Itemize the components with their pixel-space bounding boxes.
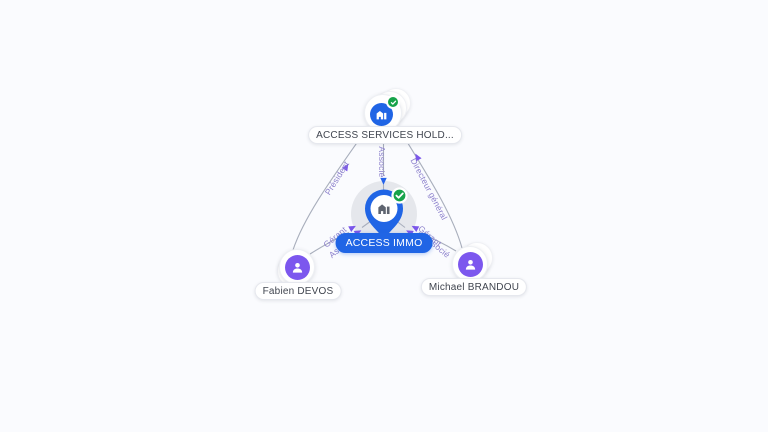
arrowhead-president: [341, 163, 349, 172]
person-icon: [285, 255, 310, 280]
arrowhead-directeur-general: [415, 153, 422, 162]
node-label-access-immo[interactable]: ACCESS IMMO: [335, 233, 433, 253]
verified-badge-icon: [386, 95, 400, 109]
verified-badge-icon: [391, 187, 408, 204]
node-label-access-services-holding[interactable]: ACCESS SERVICES HOLD...: [308, 126, 462, 144]
company-icon: [370, 103, 393, 126]
arrowhead-associe-holding: [380, 177, 387, 185]
arrowhead-gerant-michael: [411, 225, 420, 233]
check-icon: [395, 192, 404, 199]
person-icon: [458, 252, 483, 277]
company-icon: [378, 204, 390, 215]
arrowhead-gerant-fabien: [348, 225, 356, 233]
node-access-immo[interactable]: [360, 184, 408, 251]
node-label-fabien-devos[interactable]: Fabien DEVOS: [254, 282, 342, 300]
node-label-michael-brandou[interactable]: Michael BRANDOU: [420, 278, 528, 296]
